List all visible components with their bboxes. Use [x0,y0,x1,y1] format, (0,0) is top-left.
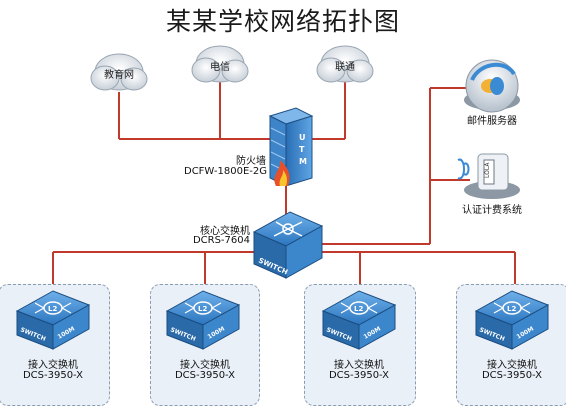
isp-label-unicom: 联通 [335,62,355,73]
core-switch-model: DCRS-7604 [192,235,250,246]
auth-system-label: 认证计费系统 [462,205,522,216]
access-switch-name: 接入交换机 [334,360,384,371]
access-switch-model: DCS-3950-X [328,370,390,381]
access-switch-model: DCS-3950-X [174,370,236,381]
isp-label-edu: 教育网 [104,70,134,81]
access-panel-1 [0,284,110,406]
firewall-name: 防火墙 [236,156,266,167]
firewall-model: DCFW-1800E-2G [184,166,268,177]
access-switch-name: 接入交换机 [180,360,230,371]
access-switch-model: DCS-3950-X [22,370,84,381]
access-switch-name: 接入交换机 [487,360,537,371]
access-panel-3 [304,284,416,406]
diagram-title: 某某学校网络拓扑图 [165,7,400,36]
access-panel-2 [150,284,260,406]
access-switch-model: DCS-3950-X [481,370,543,381]
access-panel-4 [456,284,566,406]
core-switch-name: 核心交换机 [200,226,250,237]
access-switch-name: 接入交换机 [28,360,78,371]
isp-label-telecom: 电信 [210,62,230,73]
mail-server-label: 邮件服务器 [467,116,517,127]
